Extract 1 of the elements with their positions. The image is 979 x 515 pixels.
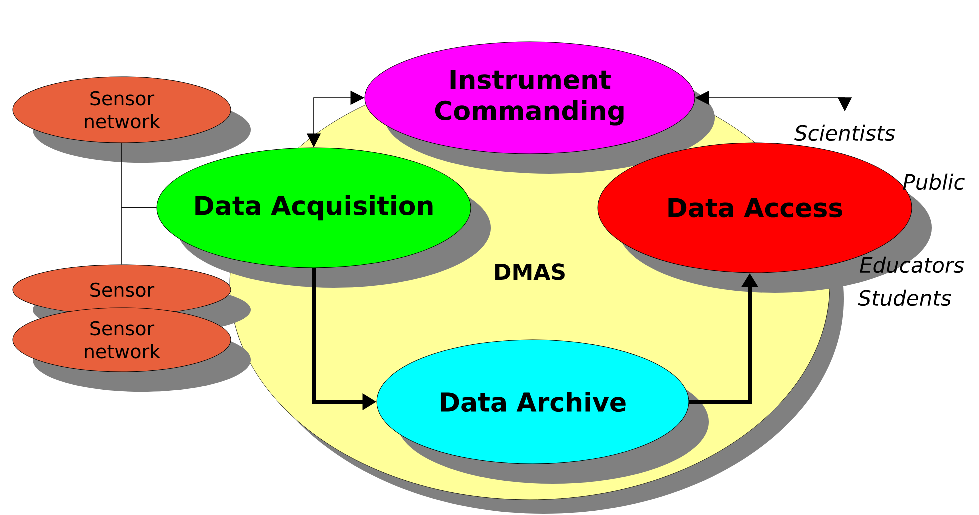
audience-label: Scientists [794, 124, 896, 142]
